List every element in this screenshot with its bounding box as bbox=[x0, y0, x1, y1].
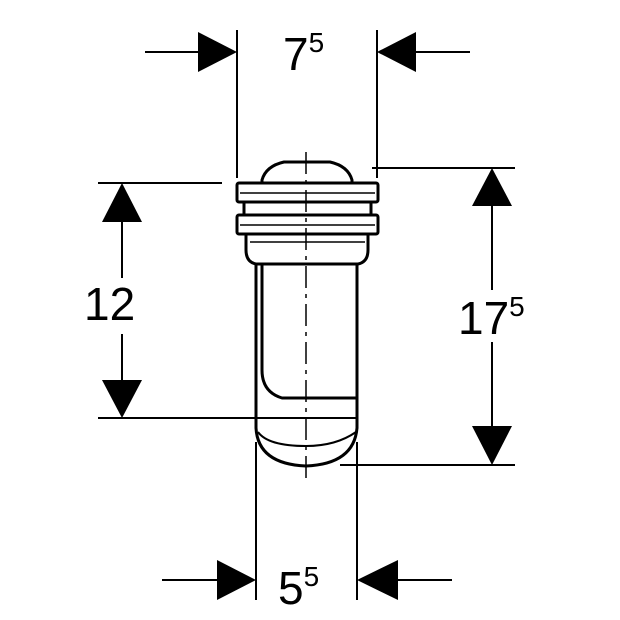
outlet-inner bbox=[260, 264, 356, 400]
flange-neck bbox=[242, 200, 373, 217]
lower-flange bbox=[235, 213, 380, 236]
arrow-right-down bbox=[472, 426, 512, 465]
flange-ribs bbox=[240, 192, 375, 243]
top-cap bbox=[260, 160, 354, 183]
dim-right-height: 175 bbox=[458, 291, 525, 344]
arrowheads bbox=[102, 32, 512, 600]
bottom-inner bbox=[257, 431, 357, 447]
dim-top-width: 75 bbox=[283, 27, 324, 80]
arrow-top-left bbox=[198, 32, 237, 72]
arrow-top-right bbox=[377, 32, 416, 72]
arrow-left-down bbox=[102, 380, 142, 418]
dimension-lines bbox=[121, 51, 493, 581]
arrow-bottom-left bbox=[217, 560, 256, 600]
arrow-right-up bbox=[472, 168, 512, 206]
arrow-bottom-right bbox=[357, 560, 398, 600]
fitting-part bbox=[235, 160, 380, 468]
collar bbox=[244, 234, 370, 266]
dim-left-height: 12 bbox=[84, 278, 135, 330]
arrow-left-up bbox=[102, 183, 142, 222]
dim-bottom-width: 55 bbox=[278, 561, 319, 614]
extension-lines bbox=[98, 30, 515, 600]
